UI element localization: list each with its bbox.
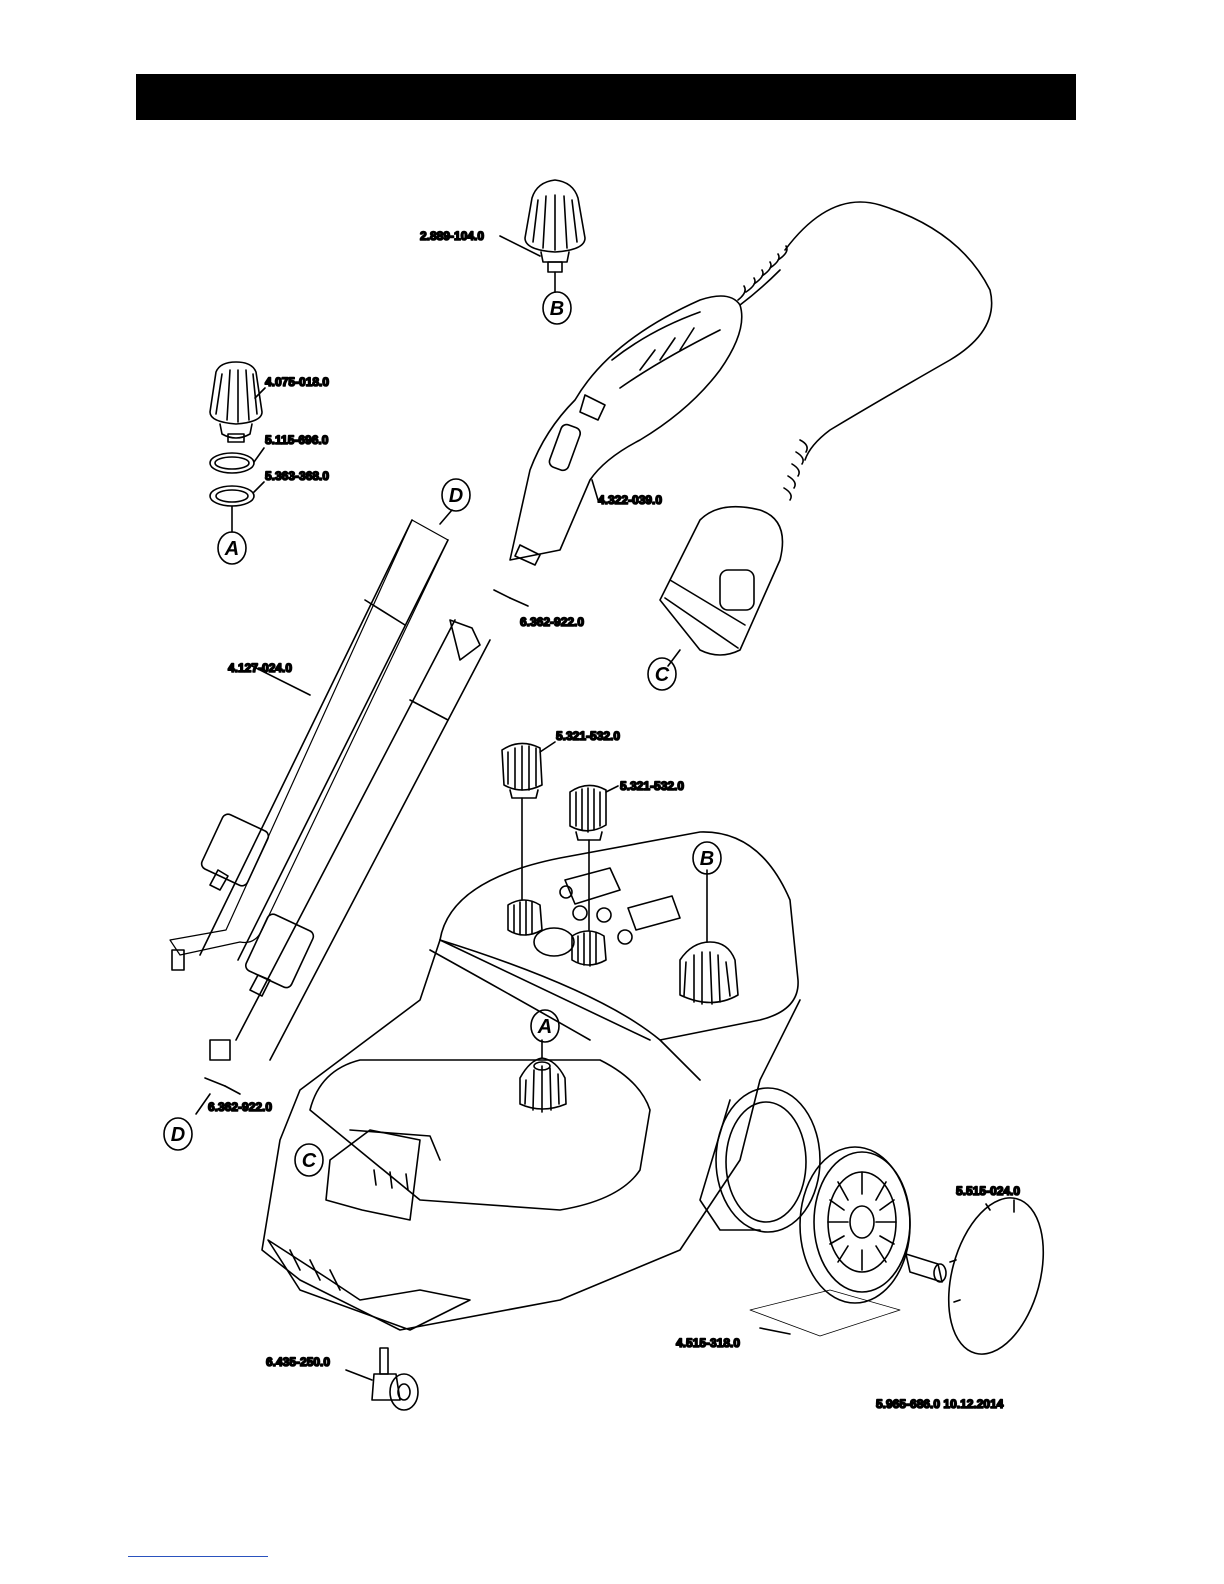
callout-c-top: C <box>648 658 676 690</box>
valve-cap-part <box>500 180 585 292</box>
label-gasket-1: 5.115-696.0 <box>265 433 329 447</box>
hubcap-part <box>933 1187 1059 1364</box>
knob-top-left-part <box>210 362 265 442</box>
label-rotary-knob-1: 5.321-532.0 <box>556 729 620 743</box>
svg-text:C: C <box>655 664 670 686</box>
rear-wheel-part <box>700 1088 820 1232</box>
svg-text:B: B <box>550 298 564 320</box>
hand-gun-part <box>510 202 992 565</box>
label-wheel: 4.515-318.0 <box>676 1336 740 1350</box>
callout-d-top: D <box>440 479 470 524</box>
svg-text:A: A <box>224 538 239 560</box>
callout-c-body: C <box>295 1144 323 1176</box>
label-hand-gun: 4.322-039.0 <box>598 493 662 507</box>
label-oring-upper: 6.362-922.0 <box>520 615 584 629</box>
doc-number: 5.965-686.0 10.12.2014 <box>876 1397 1004 1411</box>
label-extension-tube: 4.127-024.0 <box>228 661 292 675</box>
gasket-parts <box>210 448 264 532</box>
callout-b-top: B <box>543 292 571 324</box>
svg-text:C: C <box>302 1150 317 1172</box>
label-rotary-knob-2: 5.321-532.0 <box>620 779 684 793</box>
oring-upper-part <box>494 590 528 606</box>
cable-plug-part <box>660 440 807 666</box>
callout-d-bottom: D <box>164 1118 192 1150</box>
label-caster: 6.435-250.0 <box>266 1355 330 1369</box>
label-oring-lower: 6.362-922.0 <box>208 1100 272 1114</box>
extension-tube-front <box>210 620 490 1060</box>
caster-part <box>346 1348 418 1410</box>
svg-text:D: D <box>449 485 463 507</box>
rotary-knob-2-part <box>570 785 618 930</box>
label-knob-top: 4.075-018.0 <box>265 375 329 389</box>
svg-text:B: B <box>700 848 714 870</box>
svg-text:D: D <box>171 1124 185 1146</box>
label-hubcap: 5.515-024.0 <box>956 1184 1020 1198</box>
label-gasket-2: 5.363-368.0 <box>265 469 329 483</box>
extension-tube-back <box>170 520 448 970</box>
rotary-knob-1-part <box>502 742 555 900</box>
wheel-part <box>750 1147 946 1336</box>
svg-text:A: A <box>537 1016 552 1038</box>
callout-a-top: A <box>218 532 246 564</box>
label-valve-cap: 2.889-104.0 <box>420 229 484 243</box>
bottom-link-underline <box>128 1556 268 1557</box>
callout-b-body: B <box>693 842 721 874</box>
main-body-part <box>262 832 800 1330</box>
